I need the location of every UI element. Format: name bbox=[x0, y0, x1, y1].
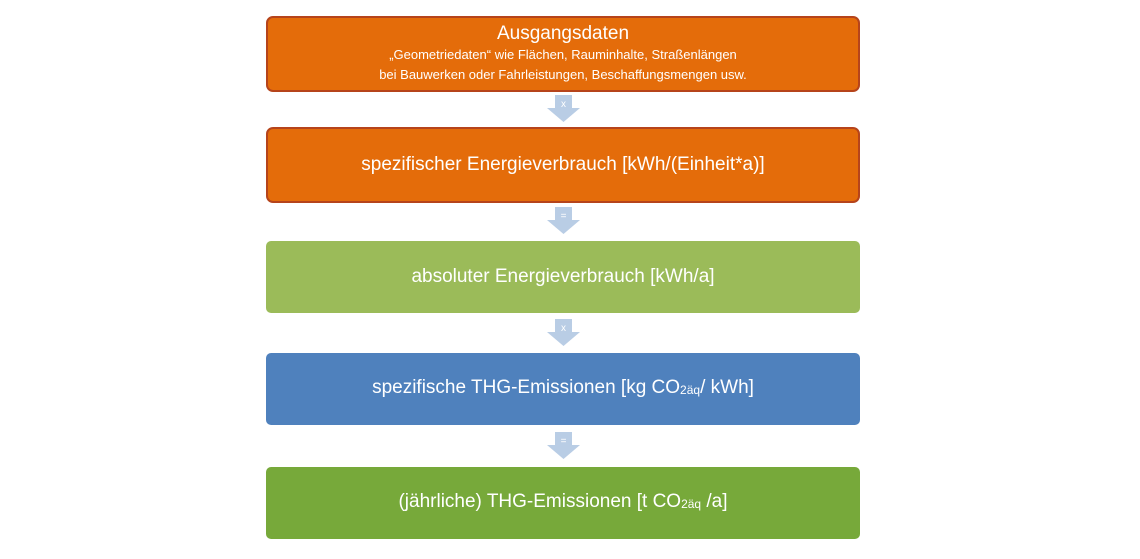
down-arrow-icon: x bbox=[547, 95, 580, 122]
operator-equals: = bbox=[561, 436, 567, 447]
spezifischer-energieverbrauch-label: spezifischer Energieverbrauch [kWh/(Einh… bbox=[361, 154, 765, 175]
spezifische-thg-emissionen-label: spezifische THG-Emissionen [kg CO2äq/ kW… bbox=[372, 377, 754, 398]
box-spezifischer-energieverbrauch: spezifischer Energieverbrauch [kWh/(Einh… bbox=[266, 127, 860, 203]
box-jaehrliche-thg-emissionen: (jährliche) THG-Emissionen [t CO2äq /a] bbox=[266, 467, 860, 539]
box-spezifische-thg-emissionen: spezifische THG-Emissionen [kg CO2äq/ kW… bbox=[266, 353, 860, 425]
box-absoluter-energieverbrauch: absoluter Energieverbrauch [kWh/a] bbox=[266, 241, 860, 313]
operator-equals: = bbox=[561, 211, 567, 222]
absoluter-energieverbrauch-label: absoluter Energieverbrauch [kWh/a] bbox=[411, 266, 715, 287]
operator-multiply: x bbox=[561, 323, 566, 334]
ausgangsdaten-title: Ausgangsdaten bbox=[496, 23, 630, 44]
operator-multiply: x bbox=[561, 99, 566, 110]
ausgangsdaten-line-2: bei Bauwerken oder Fahrleistungen, Besch… bbox=[379, 67, 747, 82]
down-arrow-icon: = bbox=[547, 432, 580, 459]
down-arrow-icon: x bbox=[547, 319, 580, 346]
ausgangsdaten-line-1: „Geometriedaten“ wie Flächen, Rauminhalt… bbox=[389, 47, 737, 62]
box-ausgangsdaten: Ausgangsdaten „Geometriedaten“ wie Fläch… bbox=[266, 16, 860, 92]
down-arrow-icon: = bbox=[547, 207, 580, 234]
jaehrliche-thg-emissionen-label: (jährliche) THG-Emissionen [t CO2äq /a] bbox=[398, 491, 728, 512]
